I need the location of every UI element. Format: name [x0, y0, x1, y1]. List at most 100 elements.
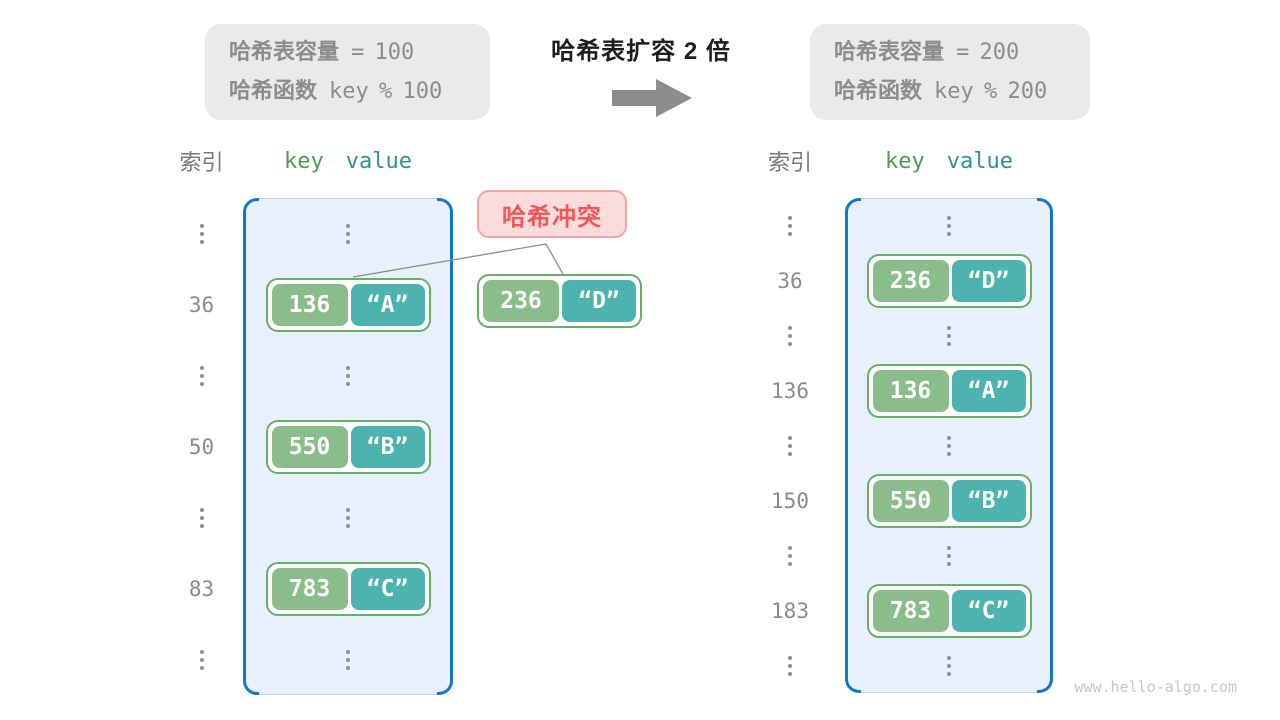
dot — [346, 657, 350, 662]
dot — [788, 655, 792, 660]
dot — [346, 649, 350, 654]
bucket-cell — [845, 545, 1053, 566]
table-row — [160, 340, 453, 411]
dot — [199, 239, 204, 244]
key-header: key — [885, 148, 925, 174]
dot — [788, 671, 792, 676]
diagram-title: 哈希表扩容 2 倍 — [551, 38, 731, 65]
key-value-header: key value — [243, 149, 453, 174]
dot — [346, 231, 350, 236]
bucket-cell: 136“A” — [243, 277, 453, 332]
dot — [788, 435, 792, 440]
index-cell: 36 — [735, 269, 845, 293]
bucket-cell — [845, 655, 1053, 676]
dot — [947, 231, 951, 236]
hash-function-line: 哈希函数 key % 100 — [229, 74, 466, 109]
dot — [947, 435, 951, 440]
key-value-pair: 236“D” — [477, 274, 642, 328]
dot — [788, 663, 792, 668]
table-row — [735, 308, 1053, 363]
key-value-pair: 783“C” — [265, 561, 431, 616]
table-row: 150 550“B” — [735, 473, 1053, 528]
key-value-pair: 236“D” — [866, 253, 1032, 308]
dot — [346, 223, 350, 228]
dot — [199, 523, 204, 528]
hash-function-value: key % 200 — [934, 79, 1048, 104]
capacity-note-before: 哈希表容量 = 100 哈希函数 key % 100 — [205, 24, 490, 120]
dot — [788, 443, 792, 448]
index-label: 150 — [771, 488, 809, 513]
key-cell: 550 — [872, 479, 949, 522]
bucket-cell — [845, 325, 1053, 346]
dot — [788, 325, 792, 330]
dot — [199, 223, 204, 228]
value-cell: “D” — [951, 259, 1026, 302]
bucket-cell: 783“C” — [845, 583, 1053, 638]
bucket-cell — [243, 649, 453, 670]
dot — [947, 341, 951, 346]
ellipsis-icon — [947, 325, 951, 346]
index-cell — [735, 325, 845, 346]
bucket-cell: 550“B” — [845, 473, 1053, 528]
capacity-value: = 200 — [956, 40, 1020, 65]
index-cell — [735, 435, 845, 456]
ellipsis-icon — [346, 223, 350, 244]
dot — [947, 663, 951, 668]
table-row — [735, 198, 1053, 253]
dot — [947, 671, 951, 676]
dot — [346, 515, 350, 520]
colliding-pair: 236“D” — [477, 274, 642, 328]
ellipsis-icon — [199, 223, 204, 244]
dot — [788, 341, 792, 346]
ellipsis-icon — [199, 507, 204, 528]
dot — [788, 223, 792, 228]
capacity-note-after: 哈希表容量 = 200 哈希函数 key % 200 — [810, 24, 1090, 120]
bucket-cell — [845, 215, 1053, 236]
dot — [788, 333, 792, 338]
key-value-pair: 136“A” — [265, 277, 431, 332]
dot — [788, 545, 792, 550]
index-cell — [735, 545, 845, 566]
index-label: 136 — [771, 378, 809, 403]
dot — [346, 373, 350, 378]
dot — [947, 545, 951, 550]
key-header: key — [284, 148, 324, 174]
index-label: 50 — [188, 434, 215, 459]
ellipsis-icon — [346, 507, 350, 528]
hash-function-value: key % 100 — [329, 79, 443, 104]
hash-function-line: 哈希函数 key % 200 — [834, 74, 1066, 109]
ellipsis-icon — [947, 545, 951, 566]
bucket-cell: 550“B” — [243, 419, 453, 474]
dot — [947, 215, 951, 220]
dot — [947, 561, 951, 566]
dot — [947, 553, 951, 558]
hash-function-label: 哈希函数 — [834, 78, 923, 103]
table-row — [735, 528, 1053, 583]
dot — [788, 561, 792, 566]
index-cell — [735, 655, 845, 676]
bucket-cell: 783“C” — [243, 561, 453, 616]
watermark: www.hello-algo.com — [1074, 678, 1237, 696]
index-label: 36 — [188, 292, 215, 317]
value-cell: “D” — [562, 280, 636, 322]
index-cell — [160, 507, 243, 528]
dot — [788, 231, 792, 236]
dot — [199, 231, 204, 236]
value-header: value — [946, 148, 1013, 174]
bucket-cell — [243, 223, 453, 244]
index-cell: 136 — [735, 379, 845, 403]
index-cell — [160, 365, 243, 386]
ellipsis-icon — [788, 215, 792, 236]
dot — [346, 365, 350, 370]
dot — [199, 373, 204, 378]
key-cell: 783 — [872, 589, 949, 632]
dot — [199, 381, 204, 386]
dot — [346, 239, 350, 244]
table-row: 50 550“B” — [160, 411, 453, 482]
dot — [346, 523, 350, 528]
